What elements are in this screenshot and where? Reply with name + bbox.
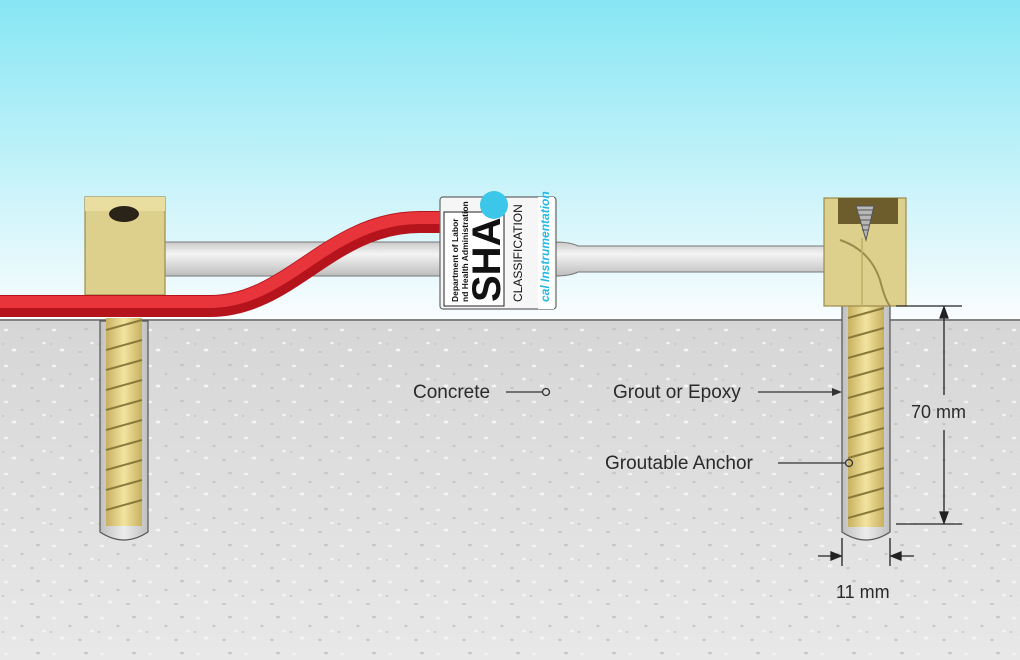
label-concrete: Concrete	[413, 382, 490, 403]
diameter-dimension	[818, 538, 914, 566]
concrete-callout: Concrete	[413, 382, 551, 403]
strain-gauge: SHA Department of Labor nd Health Admini…	[439, 191, 557, 310]
anchor-callout: Groutable Anchor	[605, 453, 854, 474]
sticker-line-1: Department of Labor	[450, 218, 460, 302]
grout-callout: Grout or Epoxy	[613, 382, 842, 403]
sticker-logo: SHA	[465, 218, 509, 302]
left-block-hole	[109, 206, 139, 222]
left-brass-block	[84, 196, 166, 296]
label-groutable-anchor: Groutable Anchor	[605, 453, 754, 474]
sticker-blue-dot	[480, 191, 508, 219]
sticker-brand: cal Instrumentation	[538, 191, 552, 302]
depth-dimension	[896, 305, 962, 525]
label-grout-or-epoxy: Grout or Epoxy	[613, 382, 741, 403]
dimension-depth: 70 mm	[911, 402, 966, 422]
sticker-classification: CLASSIFICATION	[511, 204, 525, 302]
right-anchor	[841, 304, 891, 541]
dimension-diameter: 11 mm	[836, 582, 890, 602]
left-anchor	[99, 318, 149, 541]
right-brass-block	[823, 197, 907, 307]
right-anchor-threads	[847, 307, 885, 519]
sticker-line-2: nd Health Administration	[460, 201, 470, 302]
red-cable-highlight	[0, 212, 446, 308]
left-anchor-threads	[105, 319, 143, 511]
